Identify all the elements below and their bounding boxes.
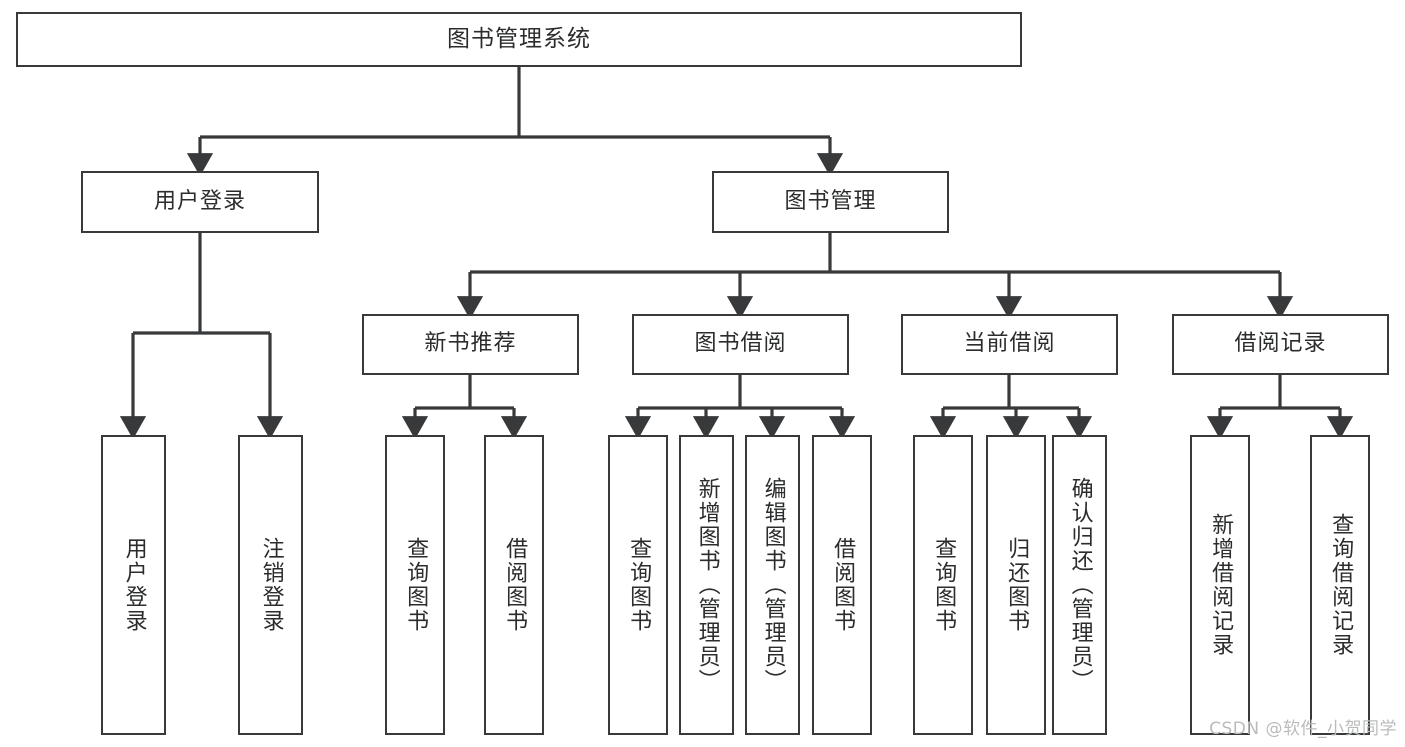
leaf-label: 确认归还（管理员）: [1067, 477, 1093, 693]
leaf-label: 借阅图书: [830, 537, 856, 633]
leaf-label: 归还图书: [1004, 537, 1030, 633]
node-book-borrow-label: 图书借阅: [694, 331, 787, 357]
leaf-label: 查询图书: [931, 537, 957, 633]
leaf-user-login[interactable]: 用户登录: [101, 435, 166, 735]
leaf-edit-book-admin[interactable]: 编辑图书（管理员）: [745, 435, 800, 735]
leaf-logout[interactable]: 注销登录: [238, 435, 303, 735]
node-current-borrow[interactable]: 当前借阅: [901, 314, 1118, 375]
node-borrow-records-label: 借阅记录: [1234, 331, 1327, 357]
node-root-label: 图书管理系统: [447, 25, 591, 52]
node-user-login-label: 用户登录: [153, 188, 246, 214]
leaf-label: 新增借阅记录: [1208, 513, 1234, 657]
node-book-borrow[interactable]: 图书借阅: [632, 314, 849, 375]
csdn-watermark: CSDN @软件_小贺同学: [1209, 719, 1397, 739]
leaf-confirm-return-admin[interactable]: 确认归还（管理员）: [1052, 435, 1107, 735]
node-book-management-label: 图书管理: [784, 188, 877, 214]
node-current-borrow-label: 当前借阅: [963, 331, 1056, 357]
leaf-borrow-book[interactable]: 借阅图书: [812, 435, 872, 735]
leaf-label: 查询借阅记录: [1328, 513, 1354, 657]
leaf-borrow-book-newbook[interactable]: 借阅图书: [484, 435, 544, 735]
leaf-query-borrow-record[interactable]: 查询借阅记录: [1310, 435, 1370, 735]
node-root[interactable]: 图书管理系统: [16, 12, 1022, 67]
node-new-book-recommend-label: 新书推荐: [424, 331, 517, 357]
leaf-query-book-current[interactable]: 查询图书: [913, 435, 973, 735]
leaf-label: 借阅图书: [502, 537, 528, 633]
node-borrow-records[interactable]: 借阅记录: [1172, 314, 1389, 375]
leaf-label: 用户登录: [121, 537, 147, 633]
node-user-login[interactable]: 用户登录: [81, 171, 319, 233]
leaf-label: 查询图书: [626, 537, 652, 633]
node-book-management[interactable]: 图书管理: [712, 171, 949, 233]
leaf-add-borrow-record[interactable]: 新增借阅记录: [1190, 435, 1250, 735]
leaf-query-book-newbook[interactable]: 查询图书: [385, 435, 445, 735]
leaf-add-book-admin[interactable]: 新增图书（管理员）: [679, 435, 734, 735]
leaf-label: 新增图书（管理员）: [694, 477, 720, 693]
leaf-query-book-borrow[interactable]: 查询图书: [608, 435, 668, 735]
leaf-label: 注销登录: [258, 537, 284, 633]
node-new-book-recommend[interactable]: 新书推荐: [362, 314, 579, 375]
leaf-return-book[interactable]: 归还图书: [986, 435, 1046, 735]
leaf-label: 查询图书: [403, 537, 429, 633]
leaf-label: 编辑图书（管理员）: [760, 477, 786, 693]
